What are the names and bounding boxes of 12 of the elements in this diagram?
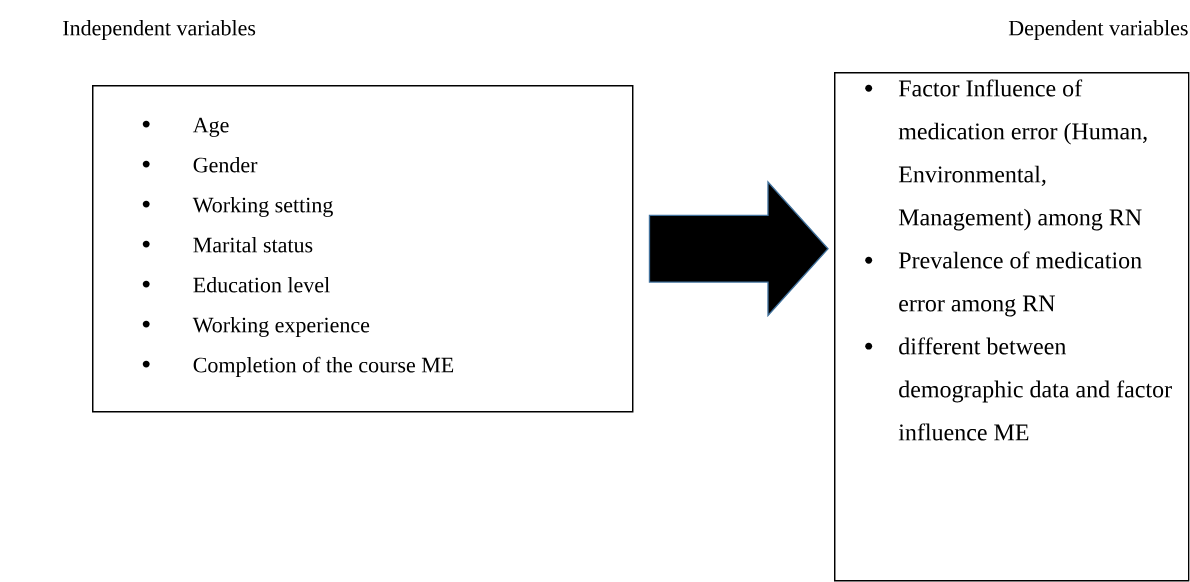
node-label: Marital status (193, 236, 313, 253)
node-label: Education level (193, 276, 330, 293)
column-heading: Dependent variables (1008, 20, 1188, 40)
column-heading: Independent variables (63, 20, 256, 40)
node-label: Working experience (192, 316, 370, 337)
node-label: Completion of the course ME (193, 356, 454, 377)
node-label: Gender (193, 156, 258, 173)
node-label: Age (192, 117, 229, 137)
text-box: Factor Influence of medication error (Human, Environmental, Management) among RN Prevalence of medication error among RN different between demographic data and factor influence ME (834, 72, 1190, 582)
node-label: Working setting (192, 196, 333, 217)
text-box: Age Gender Working setting Marital status Education level Working experience Completion of the course ME (92, 85, 634, 413)
block-arrow (648, 180, 829, 318)
